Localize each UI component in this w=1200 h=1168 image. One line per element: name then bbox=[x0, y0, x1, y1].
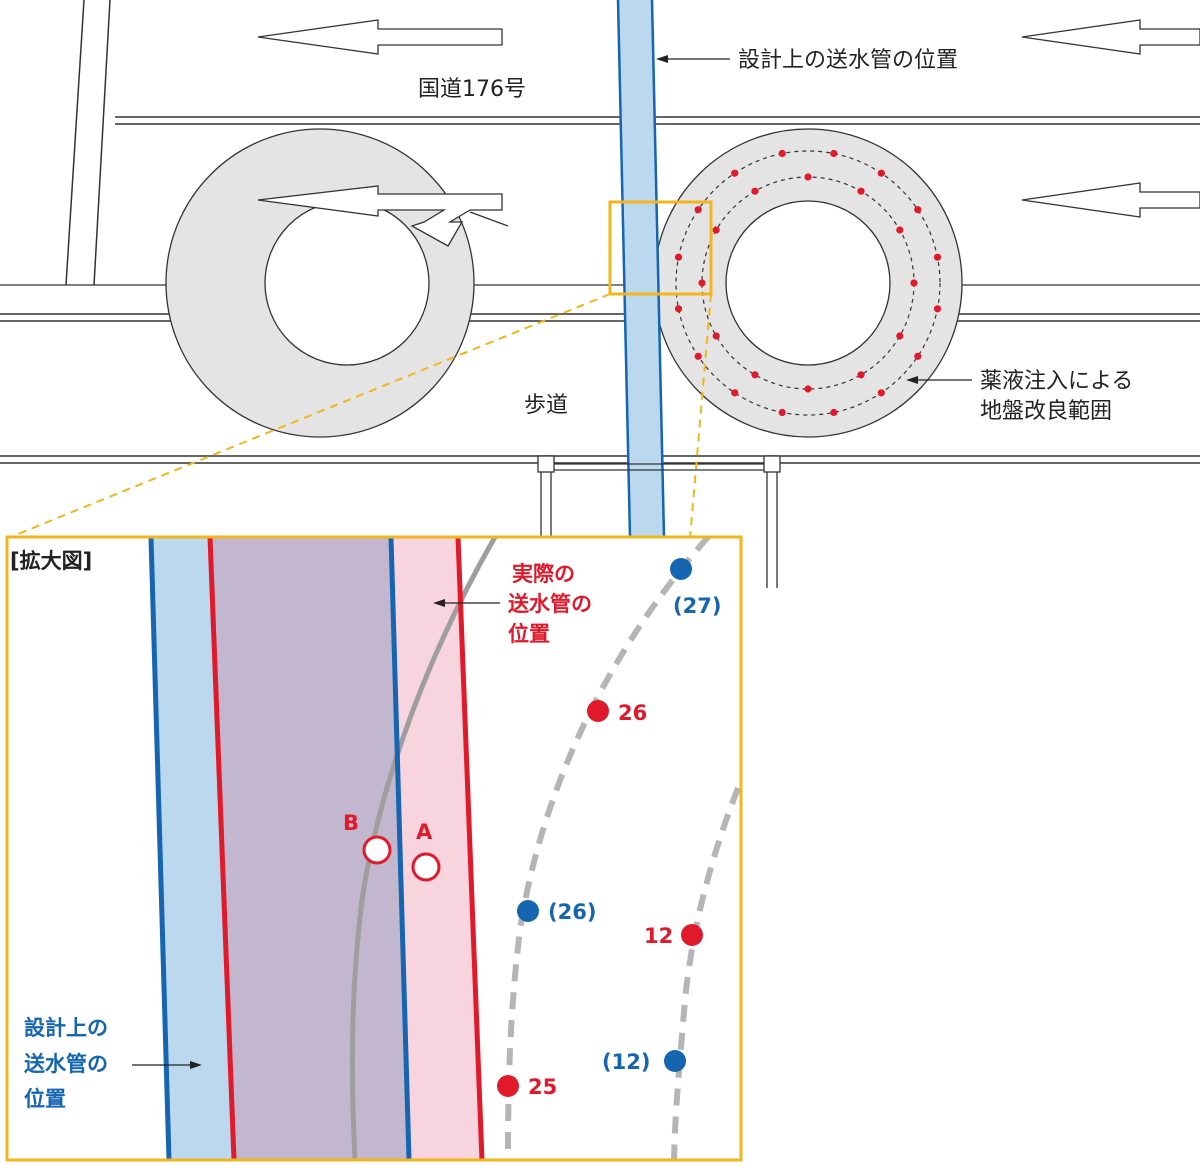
injection-dot bbox=[857, 187, 865, 195]
design-pipe-edge-right bbox=[388, 537, 412, 1160]
sidewalk-label: 歩道 bbox=[524, 393, 568, 418]
injection-dot bbox=[778, 149, 786, 158]
improvement-label-line2: 地盤改良範囲 bbox=[980, 399, 1112, 424]
injection-dot bbox=[830, 149, 838, 158]
point-12-design-label: (12) bbox=[602, 1050, 650, 1074]
injection-dot bbox=[804, 173, 812, 181]
point-a-marker bbox=[411, 852, 441, 882]
injection-dot bbox=[933, 305, 942, 313]
actual-pipe-label-line2: 送水管の bbox=[508, 592, 592, 616]
injection-dot bbox=[751, 187, 759, 195]
guard-structure bbox=[537, 455, 781, 588]
point-27-design-label: (27) bbox=[673, 594, 721, 618]
injection-dot bbox=[731, 169, 739, 177]
injection-dot bbox=[674, 305, 683, 313]
zoom-projection-left bbox=[7, 293, 611, 539]
side-road-right-edge bbox=[93, 0, 111, 286]
zoom-overlap-band bbox=[210, 537, 409, 1160]
point-26-design-marker bbox=[517, 900, 539, 922]
actual-pipe-label-line1: 実際の bbox=[512, 562, 575, 586]
injection-dot bbox=[712, 226, 720, 234]
point-26-actual-label: 26 bbox=[618, 701, 647, 725]
injection-dot bbox=[731, 389, 739, 397]
point-12-actual-label: 12 bbox=[644, 924, 673, 948]
injection-dot bbox=[830, 408, 838, 417]
injection-dot bbox=[694, 352, 702, 360]
design-pipe-label-zoom-line2: 送水管の bbox=[24, 1052, 108, 1076]
injection-dot bbox=[910, 279, 918, 287]
injection-dot bbox=[877, 389, 885, 397]
road-label: 国道176号 bbox=[418, 77, 526, 102]
inner-ring-edge bbox=[349, 537, 498, 1160]
traffic-arrow-left-1 bbox=[257, 19, 503, 55]
injection-row-inner bbox=[671, 786, 741, 1160]
point-25-actual-label: 25 bbox=[528, 1075, 557, 1099]
design-pipe-edge-left bbox=[148, 537, 172, 1160]
improvement-leader bbox=[906, 376, 972, 384]
point-b-label: B bbox=[343, 811, 359, 835]
injection-dot bbox=[896, 226, 904, 234]
injection-dot bbox=[857, 371, 865, 379]
injection-dot bbox=[804, 385, 812, 393]
point-12-design-marker bbox=[664, 1050, 686, 1072]
design-pipe-label-top: 設計上の送水管の位置 bbox=[738, 48, 958, 73]
point-12-actual-marker bbox=[681, 924, 703, 946]
side-road-left-edge bbox=[65, 0, 85, 286]
injection-dot bbox=[694, 206, 702, 214]
turn-arrow bbox=[257, 185, 509, 247]
point-25-actual-marker bbox=[497, 1075, 519, 1097]
point-b-marker bbox=[362, 835, 392, 865]
actual-pipe-edge-left bbox=[207, 537, 237, 1160]
injection-row-outer bbox=[505, 537, 711, 1160]
improvement-ring-right bbox=[653, 128, 963, 438]
injection-dot bbox=[674, 253, 683, 261]
traffic-arrow-right-2 bbox=[1021, 182, 1200, 218]
injection-dot bbox=[712, 332, 720, 340]
actual-pipe-label-line3: 位置 bbox=[508, 622, 550, 646]
zoom-region-box bbox=[608, 200, 713, 296]
actual-pipe-leader bbox=[433, 599, 500, 607]
injection-dot bbox=[896, 332, 904, 340]
design-pipe-top bbox=[616, 0, 666, 538]
injection-dot bbox=[698, 279, 706, 287]
zoom-frame-border bbox=[5, 535, 743, 1162]
injection-dot bbox=[778, 408, 786, 417]
injection-dot bbox=[914, 206, 922, 214]
improvement-ring-left bbox=[165, 128, 475, 438]
point-27-design-marker bbox=[670, 558, 692, 580]
injection-dot bbox=[751, 371, 759, 379]
traffic-arrow-right-1 bbox=[1021, 19, 1200, 55]
injection-dot bbox=[933, 253, 942, 261]
point-26-actual-marker bbox=[587, 700, 609, 722]
design-pipe-label-zoom-line1: 設計上の bbox=[24, 1016, 108, 1040]
improvement-label-line1: 薬液注入による bbox=[980, 369, 1133, 394]
zoom-content bbox=[148, 537, 741, 1160]
injection-dot bbox=[914, 352, 922, 360]
point-a-label: A bbox=[416, 820, 433, 844]
design-pipe-label-zoom-line3: 位置 bbox=[24, 1087, 66, 1111]
injection-points bbox=[674, 149, 942, 417]
actual-pipe-edge-right bbox=[455, 537, 485, 1160]
design-pipe-leader-zoom bbox=[132, 1061, 202, 1069]
zoom-title: [拡大図] bbox=[10, 549, 92, 573]
injection-dot bbox=[877, 169, 885, 177]
design-pipe-leader-top bbox=[656, 55, 730, 63]
point-26-design-label: (26) bbox=[548, 900, 596, 924]
